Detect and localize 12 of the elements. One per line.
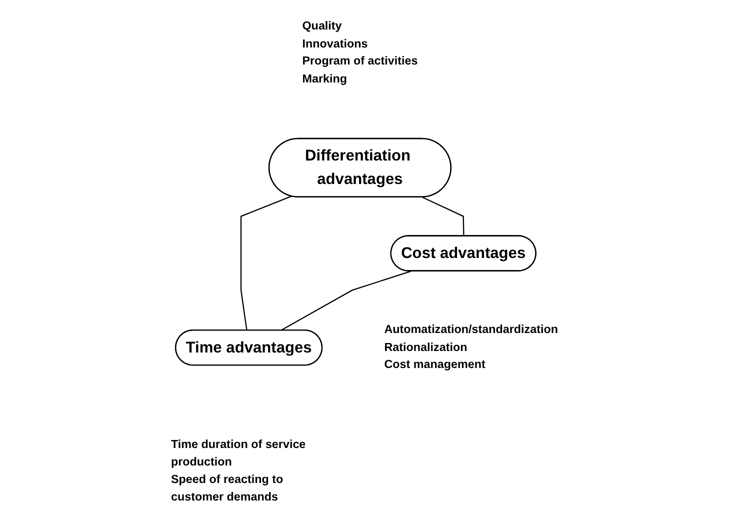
node-label: Speed of reacting to customer demands [170,472,284,504]
node-label: Cost management [384,358,486,372]
node-label: Time duration of service production [170,438,306,468]
node-label: Innovations [302,36,368,50]
connector [422,196,464,236]
node-label: Automatization/standardization [384,322,558,336]
connector [280,270,412,331]
connector [240,196,292,331]
node-label: Program of activities [302,54,418,68]
node-label: Quality [302,19,342,33]
node-label: Rationalization [384,340,468,354]
node-label: Marking [302,72,347,86]
